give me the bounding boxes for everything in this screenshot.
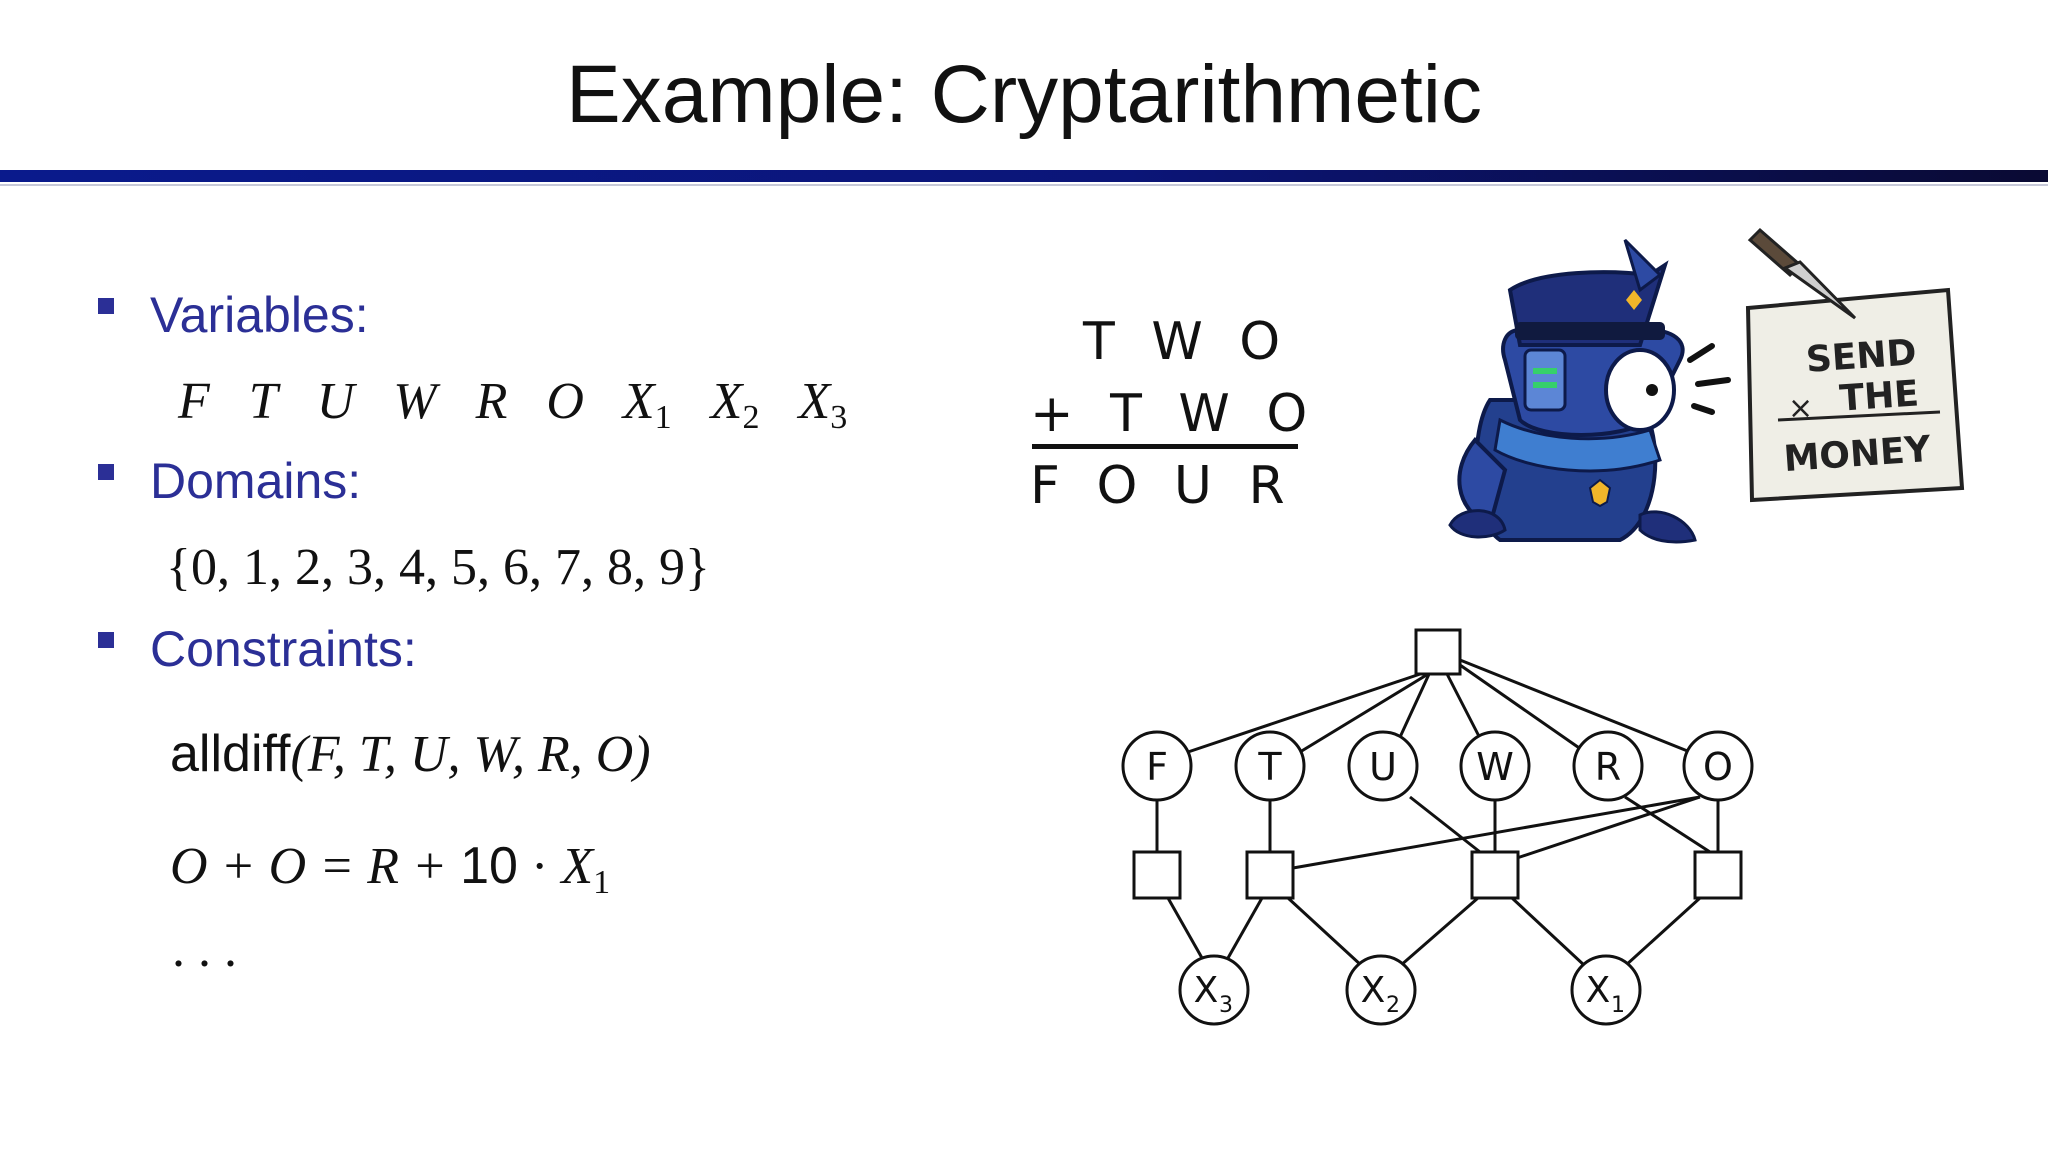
edge-alldiff-t (1299, 666, 1439, 754)
edge-alldiff-o (1459, 658, 1691, 754)
edge-alldiff-r (1459, 663, 1586, 754)
equation-sub: 1 (593, 864, 611, 901)
constraint-box-3 (1470, 850, 1520, 900)
carry-node-x3: X 3 (1178, 954, 1250, 1026)
bullet-constraints (98, 632, 114, 648)
variable-o: O (546, 373, 584, 430)
variable-node-f: F (1121, 730, 1193, 802)
edge-c2-x3 (1226, 897, 1264, 959)
title-divider (0, 170, 2048, 182)
edge-c1-x3 (1166, 897, 1204, 959)
variable-node-r: R (1572, 730, 1644, 802)
node-label-w: W (1476, 745, 1514, 789)
bullet-domains (98, 464, 114, 480)
variable-node-o: O (1682, 730, 1754, 802)
sum-line (1032, 444, 1298, 449)
carry-node-x2: X 2 (1345, 954, 1417, 1026)
variable-x2: X2 (710, 373, 760, 436)
node-label-r: R (1595, 745, 1621, 789)
edge-r-c4 (1624, 795, 1711, 854)
carry-label-x1: X (1586, 970, 1611, 1011)
puzzle-row-1: T W O (1030, 312, 1291, 372)
alldiff-arguments: (F, T, U, W, R, O) (290, 726, 651, 783)
ellipsis: . . . (172, 921, 237, 978)
node-label-f: F (1146, 745, 1168, 789)
node-label-u: U (1369, 745, 1397, 789)
edge-c3-x2 (1399, 896, 1479, 968)
column-constraint: O + O = R + 10 · X1 (170, 836, 610, 902)
note-line-2: THE (1838, 373, 1920, 419)
equation-ten: 10 (460, 837, 518, 895)
variable-node-w: W (1459, 730, 1531, 802)
alldiff-function: alldiff (170, 725, 291, 783)
variable-x1: X1 (622, 373, 672, 436)
variable-u: U (316, 373, 355, 430)
carry-sub-x3: 3 (1219, 993, 1233, 1018)
variable-x3: X3 (798, 373, 848, 436)
puzzle-row-3: F O U R (1030, 456, 1295, 516)
domains-heading: Domains: (150, 453, 362, 509)
bullet-variables (98, 298, 114, 314)
constraint-box-1 (1132, 850, 1182, 900)
carry-sub-x1: 1 (1611, 993, 1625, 1018)
variables-heading: Variables: (150, 287, 369, 343)
variable-node-u: U (1347, 730, 1419, 802)
edge-alldiff-f (1187, 666, 1439, 754)
alldiff-constraint-box (1414, 628, 1462, 676)
slide-title: Example: Cryptarithmetic (566, 49, 1482, 140)
graph-edges (1155, 658, 1720, 968)
constraint-box-2 (1245, 850, 1295, 900)
note-line-1: SEND (1805, 332, 1918, 381)
variable-f: F (178, 373, 210, 430)
node-label-o: O (1703, 745, 1733, 789)
equation-lhs: O + O = R + (170, 838, 461, 895)
variable-node-t: T (1234, 730, 1306, 802)
alldiff-constraint: alldiff(F, T, U, W, R, O) (170, 724, 651, 784)
edge-c4-x1 (1623, 896, 1702, 968)
puzzle-row-2: + T W O (1030, 384, 1318, 444)
variable-t: T (248, 373, 278, 430)
constraints-heading: Constraints: (150, 621, 417, 677)
edge-u-c3 (1409, 795, 1481, 854)
carry-node-x1: X 1 (1570, 954, 1642, 1026)
variable-r: R (475, 373, 508, 430)
carry-sub-x2: 2 (1386, 993, 1400, 1018)
edge-o-c2 (1292, 795, 1701, 870)
title-divider-shadow (0, 184, 2048, 186)
variable-w: W (393, 373, 437, 430)
note-cross-mark: × (1788, 391, 1813, 426)
node-label-t: T (1257, 745, 1282, 789)
variables-list: F T U W R O X1 X2 X3 (178, 372, 847, 437)
carry-label-x2: X (1361, 970, 1386, 1011)
domain-set: {0, 1, 2, 3, 4, 5, 6, 7, 8, 9} (166, 539, 710, 596)
ransom-note-illustration: SEND THE MONEY × (1745, 227, 1965, 503)
edge-o-c3 (1516, 795, 1701, 860)
carry-label-x3: X (1194, 970, 1219, 1011)
police-robot-illustration (1448, 238, 1731, 544)
equation-x: X (561, 838, 594, 895)
edge-c2-x2 (1286, 896, 1364, 968)
constraint-box-4 (1693, 850, 1743, 900)
edge-c3-x1 (1510, 896, 1587, 968)
equation-dot: · (517, 838, 562, 895)
